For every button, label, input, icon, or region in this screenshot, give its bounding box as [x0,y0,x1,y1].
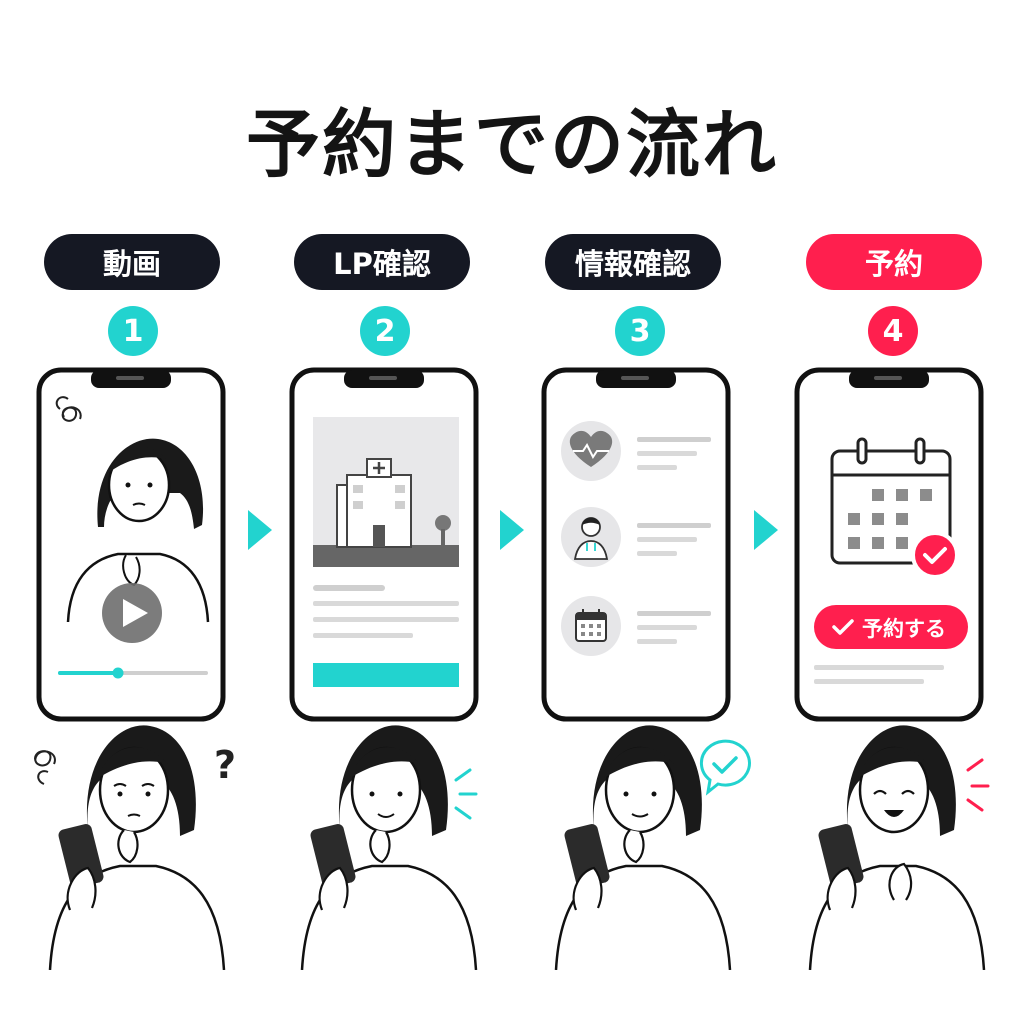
phone-info [541,367,731,722]
step-label-2: LP確認 [294,234,470,290]
step-label-3: 情報確認 [545,234,721,290]
reserve-button[interactable]: 予約する [814,605,968,649]
person-checking [554,725,751,970]
step-label-4: 予約 [806,234,982,290]
check-icon [699,739,751,796]
step-number-2: 2 [360,306,410,356]
check-icon [911,531,959,579]
question-icon: ? [214,743,236,787]
confused-swirl-icon [55,396,82,422]
chevron-right-icon [248,510,272,550]
confused-swirl-icon [34,750,56,785]
calendar-icon [575,609,607,642]
person-reading [300,725,478,970]
calendar-icon [830,437,952,565]
heart-pulse-icon [569,430,613,467]
phone-reserve: 予約する [794,367,984,722]
step-label-1: 動画 [44,234,220,290]
lp-cta-bar[interactable] [313,663,459,687]
hospital-icon [313,458,459,567]
page-title: 予約までの流れ [246,102,778,188]
step-number-3: 3 [615,306,665,356]
play-icon[interactable] [102,583,162,643]
person-happy [808,725,990,970]
step-number-4: 4 [868,306,918,356]
chevron-right-icon [500,510,524,550]
phone-lp [289,367,479,722]
phone-video [36,367,226,722]
step-number-1: 1 [108,306,158,356]
person-confused: ? [34,725,236,970]
reserve-button-label: 予約する [862,617,946,641]
chevron-right-icon [754,510,778,550]
doctor-icon [573,517,609,560]
